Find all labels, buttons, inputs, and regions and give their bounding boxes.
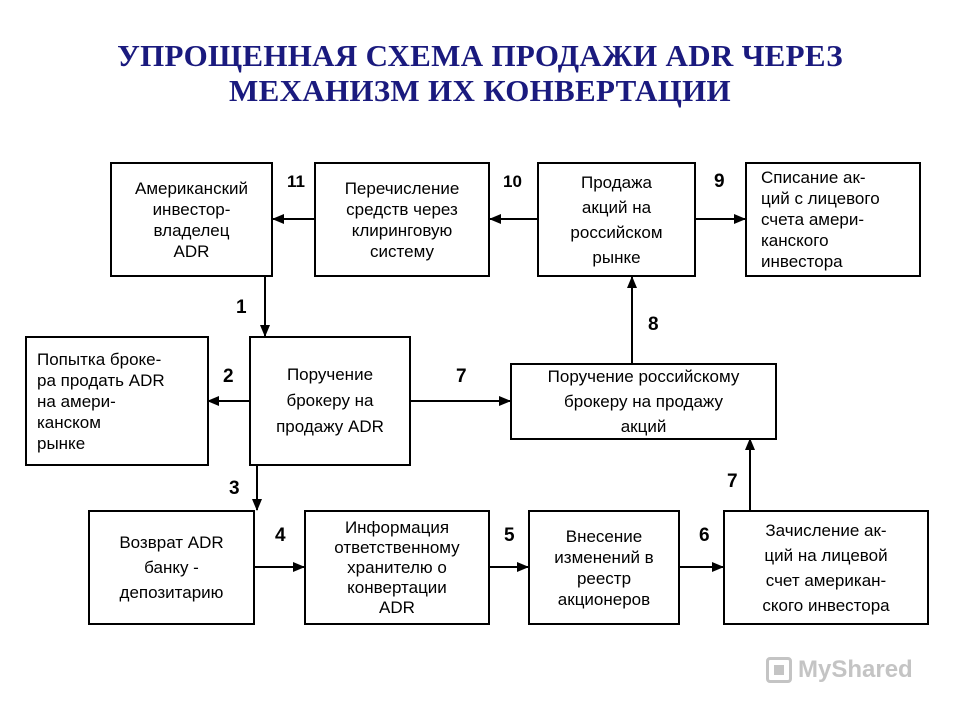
box-sale-russian-market: Продажа акций на российском рынке [537,162,696,277]
step-number-7-upper: 7 [456,366,467,387]
step-number-7-lower: 7 [727,471,738,492]
step-number-5: 5 [504,525,515,546]
step-number-2: 2 [223,366,234,387]
box-credit-shares: Зачисление ак- ций на лицевой счет амери… [723,510,929,625]
step-number-8: 8 [648,314,659,335]
box-order-russian-broker: Поручение российскому брокеру на продажу… [510,363,777,440]
box-writeoff-shares: Списание ак- ций с лицевого счета амери-… [745,162,921,277]
box-return-adr: Возврат ADR банку - депозитарию [88,510,255,625]
box-info-custodian: Информация ответственному хранителю о ко… [304,510,490,625]
step-number-1: 1 [236,297,247,318]
box-transfer-funds: Перечисление средств через клиринговую с… [314,162,490,277]
step-number-4: 4 [275,525,286,546]
diagram-title-line-1: УПРОЩЕННАЯ СХЕМА ПРОДАЖИ ADR ЧЕРЕЗ [117,38,843,73]
box-broker-attempt: Попытка броке- ра продать ADR на амери- … [25,336,209,466]
box-order-broker-adr: Поручение брокеру на продажу ADR [249,336,411,466]
watermark: MyShared [766,656,913,684]
step-number-11: 11 [287,172,305,191]
myshared-logo-icon [766,657,792,683]
watermark-text: MyShared [798,656,913,683]
step-number-6: 6 [699,525,710,546]
step-number-9: 9 [714,171,725,192]
step-number-3: 3 [229,478,240,499]
step-number-10: 10 [503,172,522,191]
box-register-changes: Внесение изменений в реестр акционеров [528,510,680,625]
box-american-investor: Американский инвестор- владелец ADR [110,162,273,277]
diagram-title-line-2: МЕХАНИЗМ ИХ КОНВЕРТАЦИИ [229,73,731,108]
